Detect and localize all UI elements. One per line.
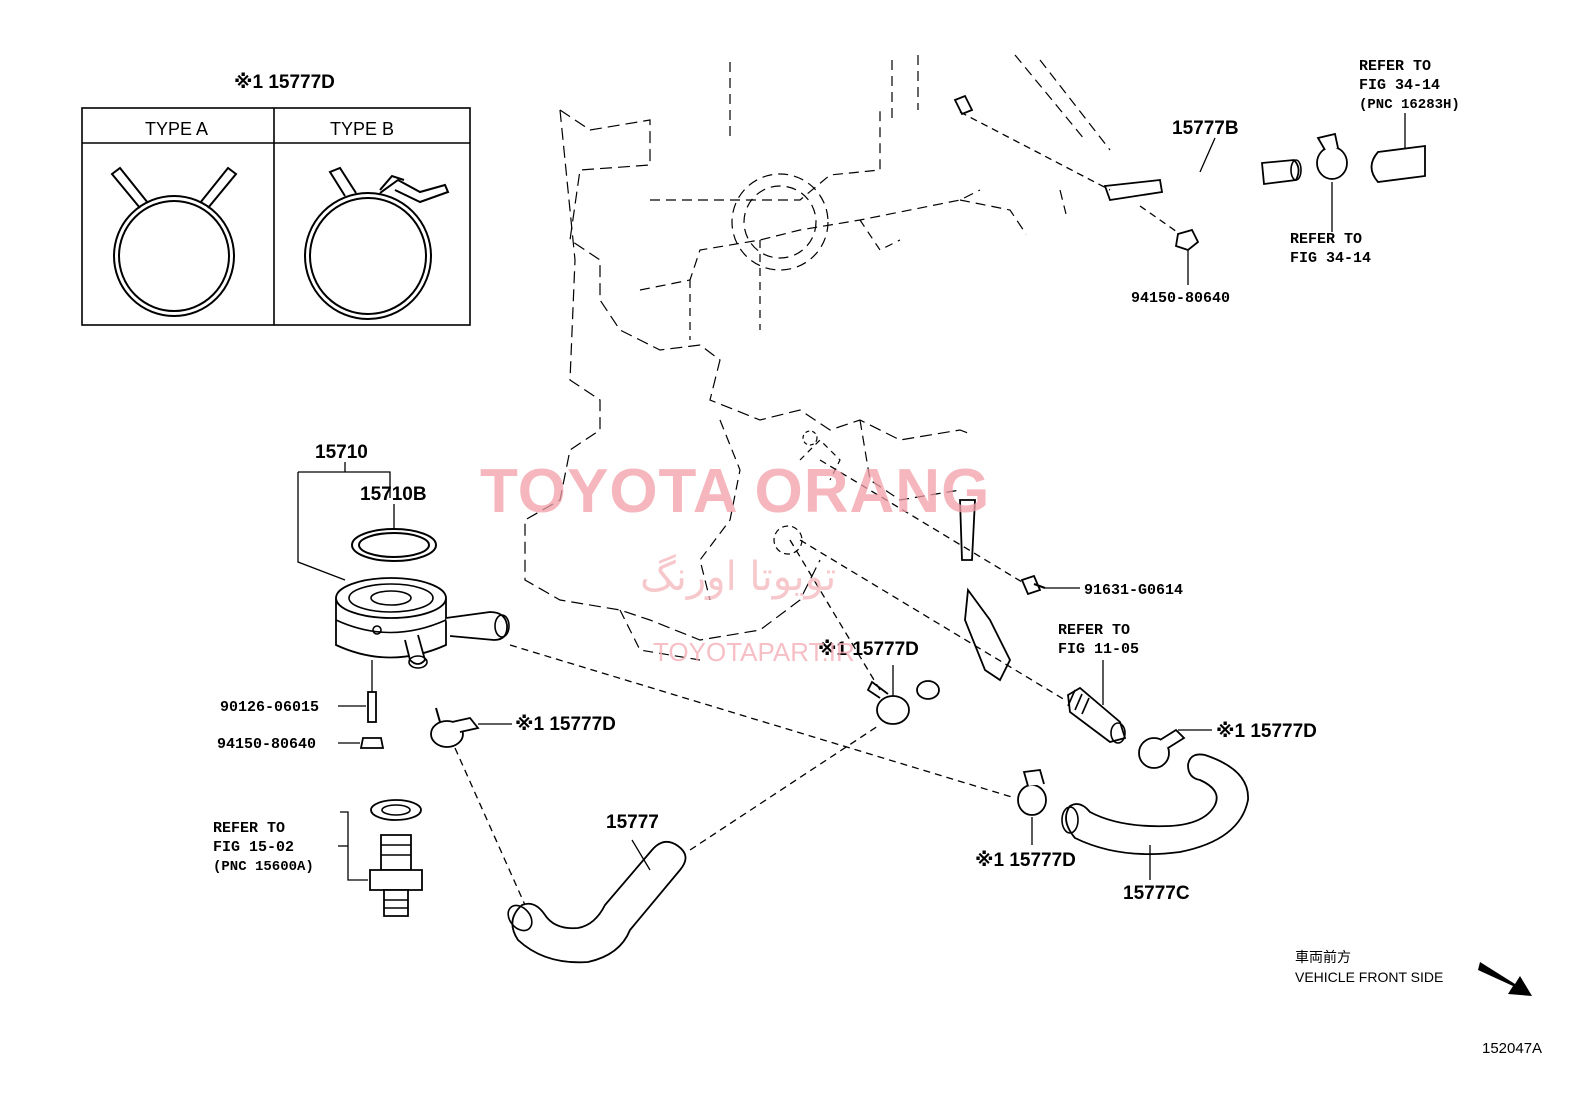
- watermark-farsi: تویوتا اورنگ: [640, 554, 836, 600]
- refer-fig1502-l2: FIG 15-02: [213, 839, 294, 856]
- refer-top-right-l1: REFER TO: [1359, 58, 1431, 75]
- top-right-clamp[interactable]: [1316, 132, 1348, 232]
- label-15710b: 15710B: [360, 484, 427, 505]
- label-94150-right: 94150-80640: [1131, 290, 1230, 307]
- refer-fig1502-l3: (PNC 15600A): [213, 859, 314, 875]
- type-b-clamp: [304, 166, 450, 320]
- oil-cooler-assembly[interactable]: [297, 462, 510, 749]
- label-94150-left: 94150-80640: [217, 736, 316, 753]
- label-clamp-left: ※1 15777D: [515, 714, 616, 735]
- refer-fig1502-l1: REFER TO: [213, 820, 285, 837]
- refer-fig1105-l1: REFER TO: [1058, 622, 1130, 639]
- hose-clamp-right[interactable]: [1138, 728, 1212, 769]
- label-clamp-right: ※1 15777D: [1216, 721, 1317, 742]
- label-clamp-bottom: ※1 15777D: [975, 850, 1076, 871]
- hose-clamp-bottom[interactable]: [1017, 769, 1047, 845]
- top-fastener: [953, 94, 974, 116]
- part-labels: 15710 15710B 90126-06015 94150-80640 157…: [217, 118, 1317, 904]
- refer-top-right-l2: FIG 34-14: [1359, 77, 1440, 94]
- watermark-site: TOYOTAPART.IR: [653, 637, 855, 667]
- refer-labels: REFER TO FIG 34-14 (PNC 16283H) REFER TO…: [213, 58, 1460, 875]
- watermark: TOYOTA ORANG تویوتا اورنگ TOYOTAPART.IR: [480, 457, 990, 667]
- engine-block-outline: [524, 54, 1111, 661]
- hose-clamp-center[interactable]: [866, 665, 910, 725]
- hose-15777[interactable]: [503, 839, 687, 964]
- type-a-label: TYPE A: [145, 119, 208, 139]
- figure-code: 152047A: [1482, 1040, 1542, 1057]
- label-15777: 15777: [606, 812, 659, 833]
- type-b-label: TYPE B: [330, 119, 394, 139]
- union-bolt-15600a[interactable]: [338, 799, 423, 917]
- vehicle-front-indicator: 車両前方 VEHICLE FRONT SIDE: [1295, 949, 1532, 996]
- nut-94150-right[interactable]: [1174, 228, 1200, 285]
- label-91631: 91631-G0614: [1084, 582, 1183, 599]
- hose-16283h-ref[interactable]: [1370, 113, 1426, 183]
- direction-en: VEHICLE FRONT SIDE: [1295, 969, 1443, 985]
- inset-title: ※1 15777D: [234, 72, 335, 93]
- hose-clamp-left[interactable]: [430, 707, 512, 748]
- refer-mid-right-l1: REFER TO: [1290, 231, 1362, 248]
- arrow-down-right-icon: [1478, 962, 1532, 996]
- hose-15777c[interactable]: [1061, 753, 1249, 880]
- oil-pipe-15777b[interactable]: [916, 137, 1302, 700]
- bolt-91631[interactable]: [1020, 574, 1080, 596]
- clamp-type-inset: ※1 15777D TYPE A TYPE B: [81, 72, 471, 326]
- refer-fig1105-l2: FIG 11-05: [1058, 641, 1139, 658]
- label-15777b: 15777B: [1172, 118, 1239, 139]
- direction-jp: 車両前方: [1295, 949, 1351, 965]
- watermark-main: TOYOTA ORANG: [480, 457, 990, 526]
- assembly-dashed-lines: [454, 111, 1181, 906]
- type-a-clamp: [110, 166, 238, 317]
- refer-mid-right-l2: FIG 34-14: [1290, 250, 1371, 267]
- fitting-ref-11-05[interactable]: [1067, 660, 1127, 744]
- label-15777c: 15777C: [1123, 883, 1190, 904]
- refer-top-right-l3: (PNC 16283H): [1359, 97, 1460, 113]
- label-15710: 15710: [315, 442, 368, 463]
- label-clamp-center: ※1 15777D: [818, 639, 919, 660]
- label-90126: 90126-06015: [220, 699, 319, 716]
